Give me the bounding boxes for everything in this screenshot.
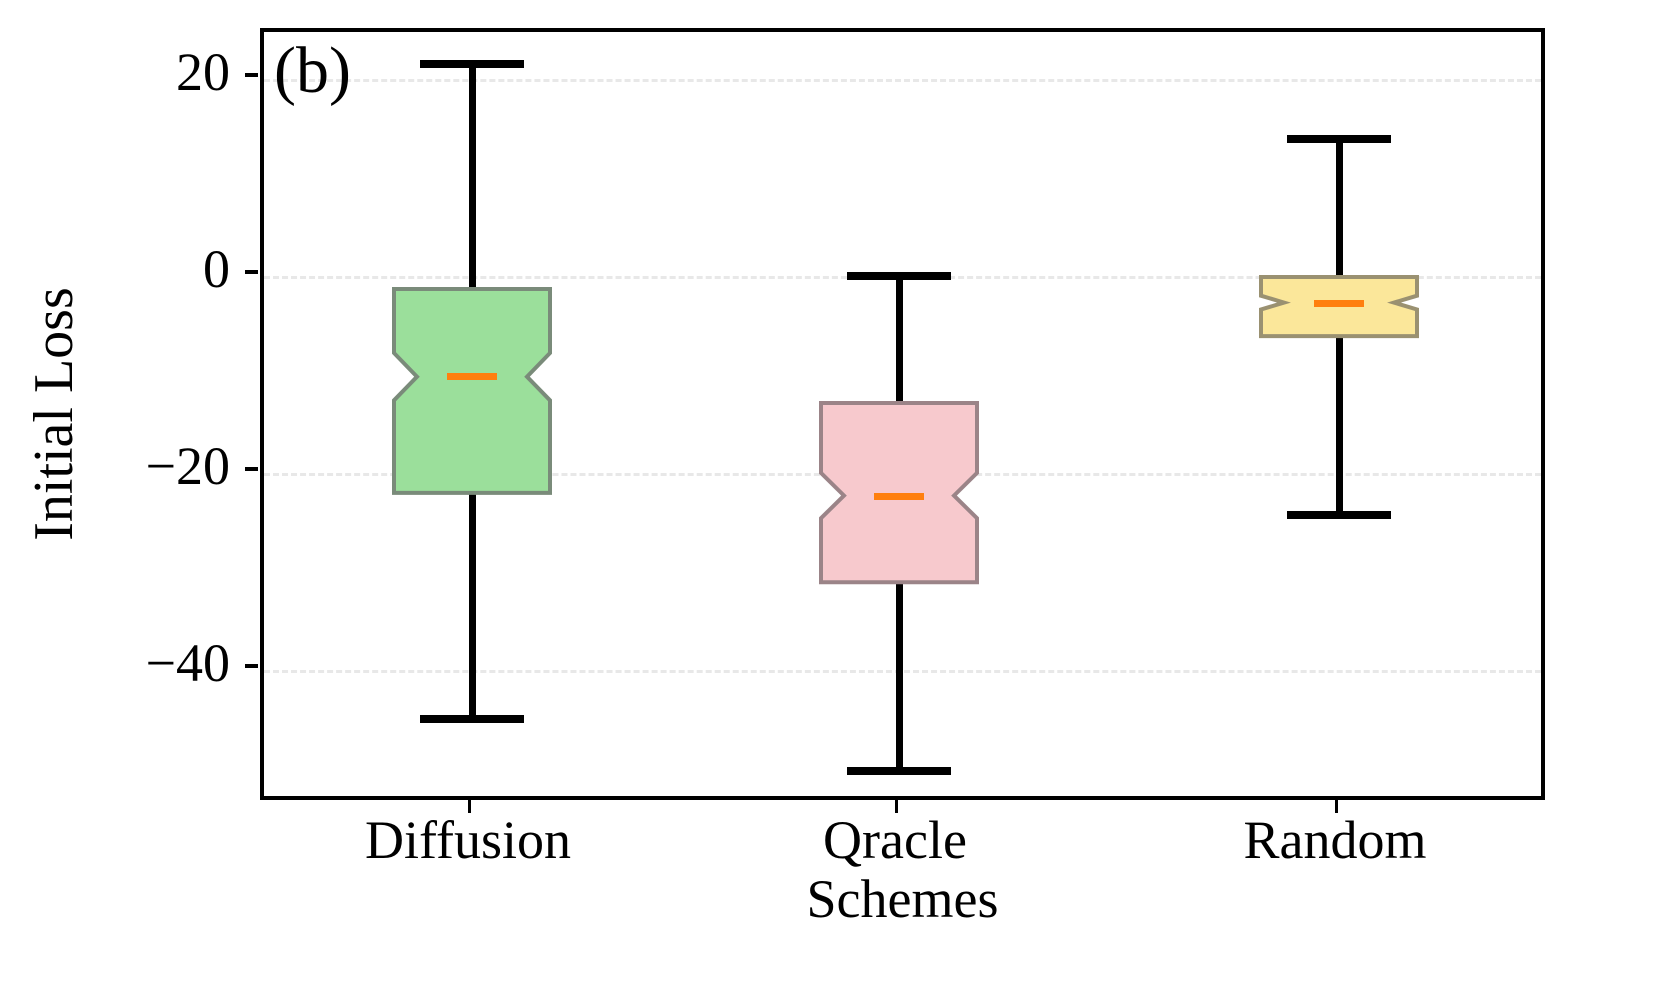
y-tick-label--40: −40: [145, 633, 230, 693]
whisker-cap-upper-qracle: [847, 272, 951, 280]
x-tick-label-qracle: Qracle: [823, 810, 967, 870]
plot-area: (b): [260, 28, 1545, 800]
whisker-cap-lower-random: [1287, 511, 1391, 520]
y-tick-mark-20: [245, 73, 258, 77]
x-tick-mark-qracle: [895, 800, 898, 813]
gridline-20: [264, 79, 1541, 82]
y-tick-label-0: 0: [203, 239, 230, 299]
whisker-lower-random: [1336, 336, 1343, 516]
whisker-upper-diffusion: [469, 64, 476, 289]
whisker-cap-lower-qracle: [847, 767, 951, 776]
box-body-diffusion: [388, 283, 556, 499]
x-tick-mark-diffusion: [468, 800, 471, 813]
y-tick-label--20: −20: [145, 436, 230, 496]
y-tick-mark--20: [245, 467, 258, 471]
y-tick-label-20: 20: [176, 42, 230, 102]
whisker-upper-random: [1336, 139, 1343, 277]
whisker-cap-upper-random: [1287, 135, 1391, 144]
y-tick-mark--40: [245, 664, 258, 668]
y-tick-mark-0: [245, 270, 258, 274]
x-tick-label-diffusion: Diffusion: [364, 810, 572, 870]
x-axis-title: Schemes: [806, 869, 999, 929]
whisker-lower-qracle: [896, 582, 903, 772]
x-tick-mark-random: [1335, 800, 1338, 813]
median-line-qracle: [874, 492, 924, 500]
median-line-random: [1314, 299, 1364, 307]
median-line-diffusion: [447, 373, 497, 381]
whisker-lower-diffusion: [469, 492, 476, 720]
plot-inner: (b): [264, 32, 1541, 796]
whisker-cap-upper-diffusion: [420, 60, 524, 69]
whisker-cap-lower-diffusion: [420, 715, 524, 724]
x-tick-label-random: Random: [1243, 810, 1427, 870]
whisker-upper-qracle: [896, 276, 903, 404]
panel-label: (b): [274, 34, 351, 107]
